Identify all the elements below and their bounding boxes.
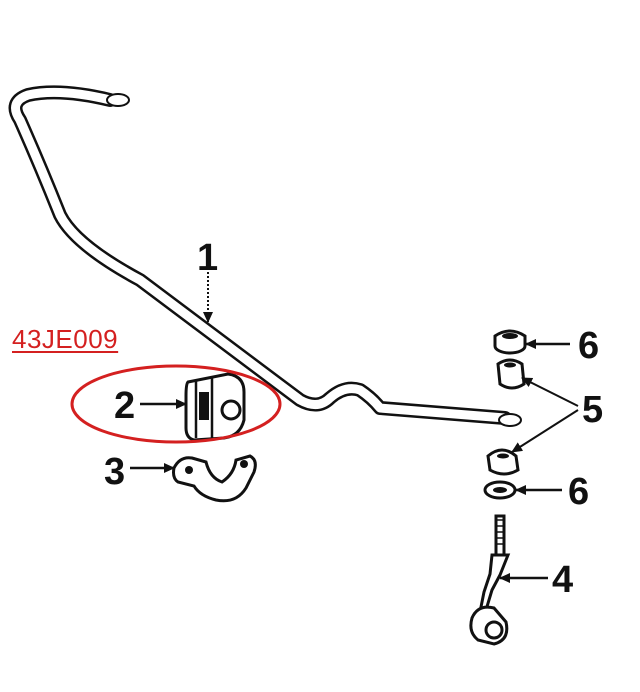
callout-6-upper: 6 <box>578 325 599 367</box>
callout-3: 3 <box>104 451 125 493</box>
callout-6-lower: 6 <box>568 471 589 513</box>
callout-2: 2 <box>114 385 135 427</box>
lower-link-bushing <box>486 448 520 476</box>
upper-link-bushing <box>496 358 526 390</box>
highlight-ellipse <box>70 364 282 444</box>
bushing-bracket <box>172 454 257 503</box>
upper-washer <box>493 329 527 355</box>
bar-bushing <box>184 372 246 442</box>
callout-1: 1 <box>197 237 218 279</box>
part-code-label: 43JE009 <box>12 324 119 354</box>
lower-washer <box>483 480 517 500</box>
leader-line-5a <box>521 377 579 407</box>
callout-5: 5 <box>582 389 603 431</box>
stabilizer-bar <box>8 85 522 427</box>
stabilizer-link <box>469 514 511 646</box>
leader-line-5b <box>511 409 579 453</box>
callout-4: 4 <box>552 559 573 601</box>
